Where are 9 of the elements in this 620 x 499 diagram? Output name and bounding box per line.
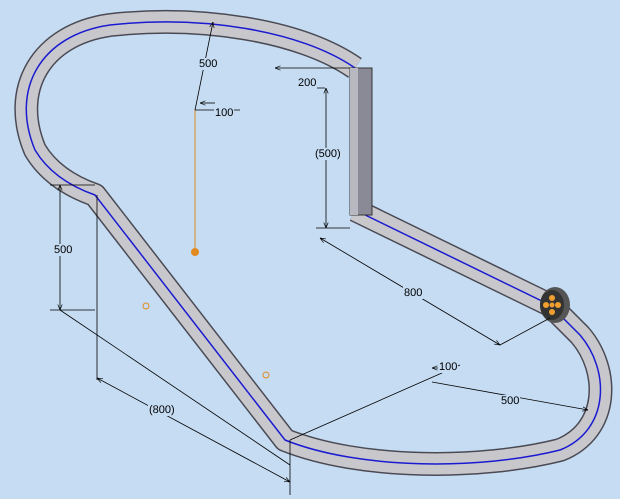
dimension-label: (800): [148, 404, 176, 416]
dimension-label: 100: [438, 361, 458, 373]
dimension-label: 500: [53, 244, 74, 256]
dimension-label: 200: [297, 77, 318, 89]
dimension-label: 100: [214, 107, 234, 119]
dimension-label: 500: [198, 58, 218, 70]
dimension-label: 500: [500, 395, 520, 407]
dimension-label: (500): [314, 148, 342, 160]
dimension-label: 800: [403, 287, 424, 299]
